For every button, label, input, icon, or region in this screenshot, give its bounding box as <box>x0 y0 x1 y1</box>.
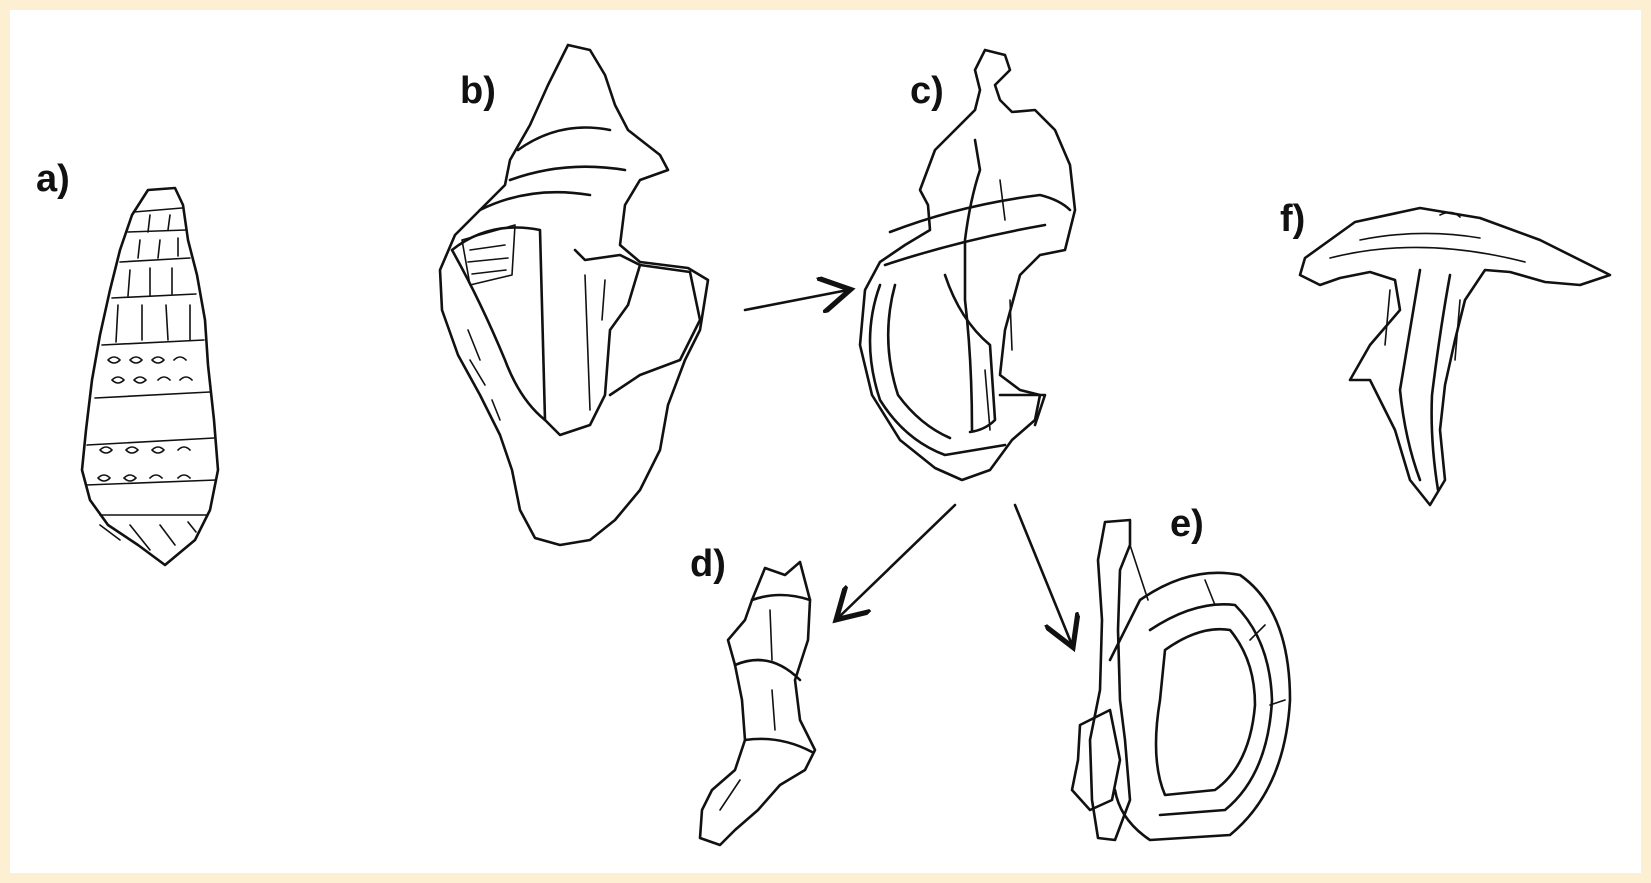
label-e: e) <box>1170 505 1204 543</box>
shell-f-drawing <box>1300 208 1610 505</box>
arrow-b-to-c <box>745 290 848 310</box>
shell-d-drawing <box>700 562 815 845</box>
arrow-c-to-e <box>1015 505 1072 645</box>
label-f: f) <box>1280 200 1305 238</box>
arrow-c-to-d <box>838 505 955 618</box>
label-c: c) <box>910 72 944 110</box>
shell-e-drawing <box>1072 520 1290 840</box>
shell-c-drawing <box>860 50 1075 480</box>
label-d: d) <box>690 545 726 583</box>
label-a: a) <box>36 160 70 198</box>
label-b: b) <box>460 72 496 110</box>
shell-b-drawing <box>440 45 708 545</box>
shell-a-drawing <box>82 188 218 565</box>
